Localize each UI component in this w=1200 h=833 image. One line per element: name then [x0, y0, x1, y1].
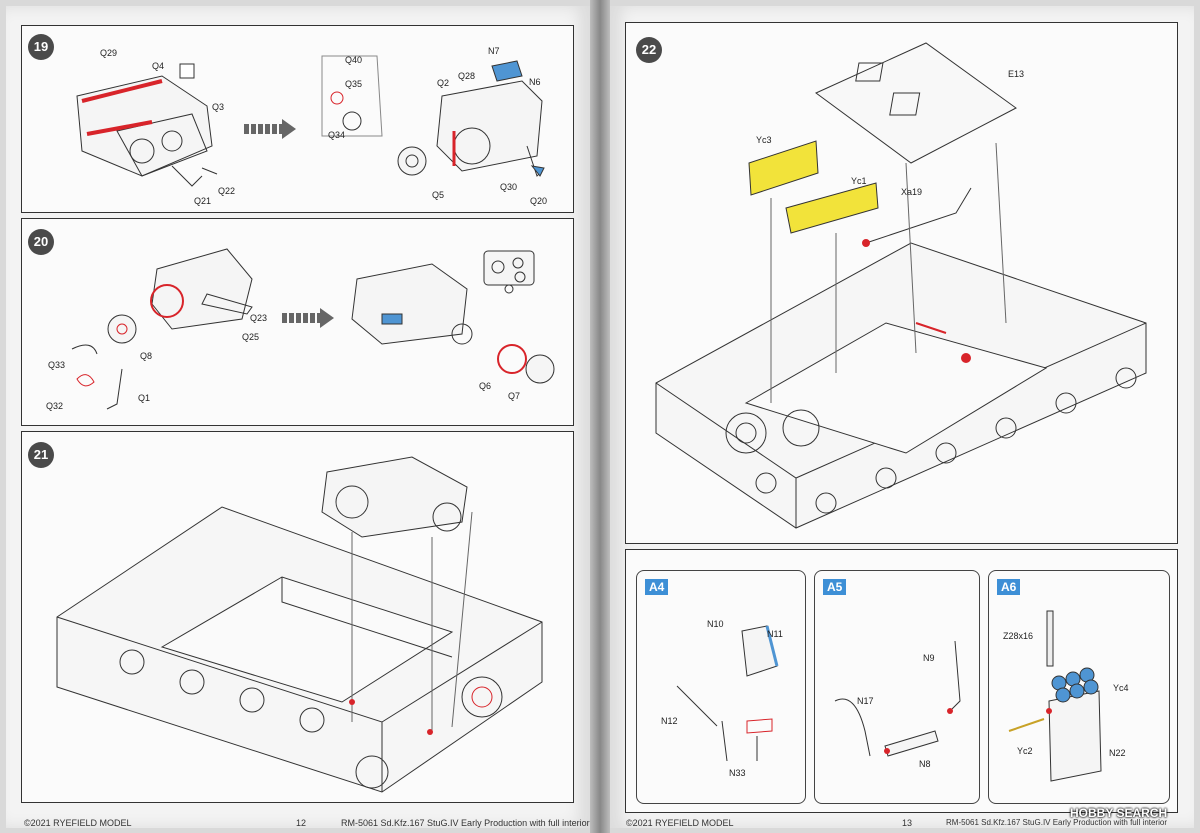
right-page: 22	[610, 6, 1194, 828]
part-label: Q1	[138, 393, 151, 403]
part-label: Z28x16	[1003, 631, 1034, 641]
subpanel-a4: A4 N10 N11 N12 N33	[636, 570, 806, 804]
part-label: Yc2	[1017, 746, 1033, 756]
book-gutter	[590, 0, 610, 833]
footer-copyright: ©2021 RYEFIELD MODEL	[24, 818, 132, 828]
footer-page-number: 13	[902, 818, 913, 828]
seat-drawing	[676, 625, 779, 762]
part-label: Q7	[508, 391, 521, 401]
part-label: N22	[1109, 748, 1126, 758]
footer-title: RM-5061 Sd.Kfz.167 StuG.IV Early Product…	[341, 818, 590, 828]
part-label: Q2	[437, 78, 450, 88]
part-label: Q33	[48, 360, 66, 370]
footer-copyright: ©2021 RYEFIELD MODEL	[626, 818, 734, 828]
step-20-panel: 20	[21, 218, 574, 426]
part-label: Q21	[194, 196, 212, 206]
part-label: Yc3	[756, 135, 772, 145]
arrow-head-icon	[282, 119, 296, 139]
part-label: N10	[707, 619, 724, 629]
step-21-drawing	[56, 456, 543, 793]
ammo-rack-drawing	[1008, 610, 1102, 782]
part-label: N11	[767, 629, 783, 639]
part-label: Q4	[152, 61, 165, 71]
step-number: 21	[28, 442, 54, 468]
step-19-panel: 19	[21, 25, 574, 213]
subpanel-tag: A5	[823, 579, 847, 595]
step-number: 19	[28, 34, 54, 60]
part-label: Q8	[140, 351, 153, 361]
part-label: Q22	[218, 186, 236, 196]
part-label: N7	[488, 46, 500, 56]
footer-page-number: 12	[296, 818, 307, 828]
arrow-head-icon	[320, 308, 334, 328]
subpanel-tag: A6	[997, 579, 1021, 595]
step-19-drawing	[76, 55, 545, 187]
part-label: N12	[661, 716, 678, 726]
arrow-icon	[282, 313, 322, 323]
part-label: N9	[923, 653, 935, 663]
part-label: N8	[919, 759, 931, 769]
watermark-logo: HOBBY SEARCH	[1070, 806, 1168, 820]
part-label: Q40	[345, 55, 363, 65]
part-label: N6	[529, 77, 541, 87]
step-number: 22	[636, 37, 662, 63]
part-label: Q20	[530, 196, 548, 206]
part-label: Q30	[500, 182, 518, 192]
part-label: Q5	[432, 190, 445, 200]
part-label: Yc1	[851, 176, 867, 186]
part-label: Q28	[458, 71, 476, 81]
part-label: Q34	[328, 130, 346, 140]
subpanel-a6: A6 Z28x16 Yc4 Yc2 N22	[988, 570, 1170, 804]
arrow-icon	[244, 124, 284, 134]
part-label: E13	[1008, 69, 1025, 79]
step-22-panel: 22	[625, 22, 1178, 544]
subpanel-tag: A4	[645, 579, 669, 595]
step-22-drawing	[655, 42, 1147, 529]
subassembly-panel: A4 N10 N11 N12 N33 A5	[625, 549, 1178, 813]
part-label: N17	[857, 696, 874, 706]
left-page: 19	[6, 6, 590, 828]
pipe-drawing	[834, 640, 961, 757]
part-label: Yc4	[1113, 683, 1129, 693]
subpanel-a5: A5 N9 N17 N8	[814, 570, 980, 804]
part-label: Q23	[250, 313, 268, 323]
footer-title: RM-5061 Sd.Kfz.167 StuG.IV Early Product…	[946, 818, 1167, 827]
part-label: Q35	[345, 79, 363, 89]
part-label: Q29	[100, 48, 118, 58]
part-label: Q32	[46, 401, 64, 411]
part-label: Q6	[479, 381, 492, 391]
part-label: Xa19	[901, 187, 923, 197]
step-number: 20	[28, 229, 54, 255]
part-label: N33	[729, 768, 746, 778]
step-21-panel: 21	[21, 431, 574, 803]
part-label: Q3	[212, 102, 225, 112]
part-label: Q25	[242, 332, 260, 342]
step-20-drawing	[71, 248, 555, 410]
